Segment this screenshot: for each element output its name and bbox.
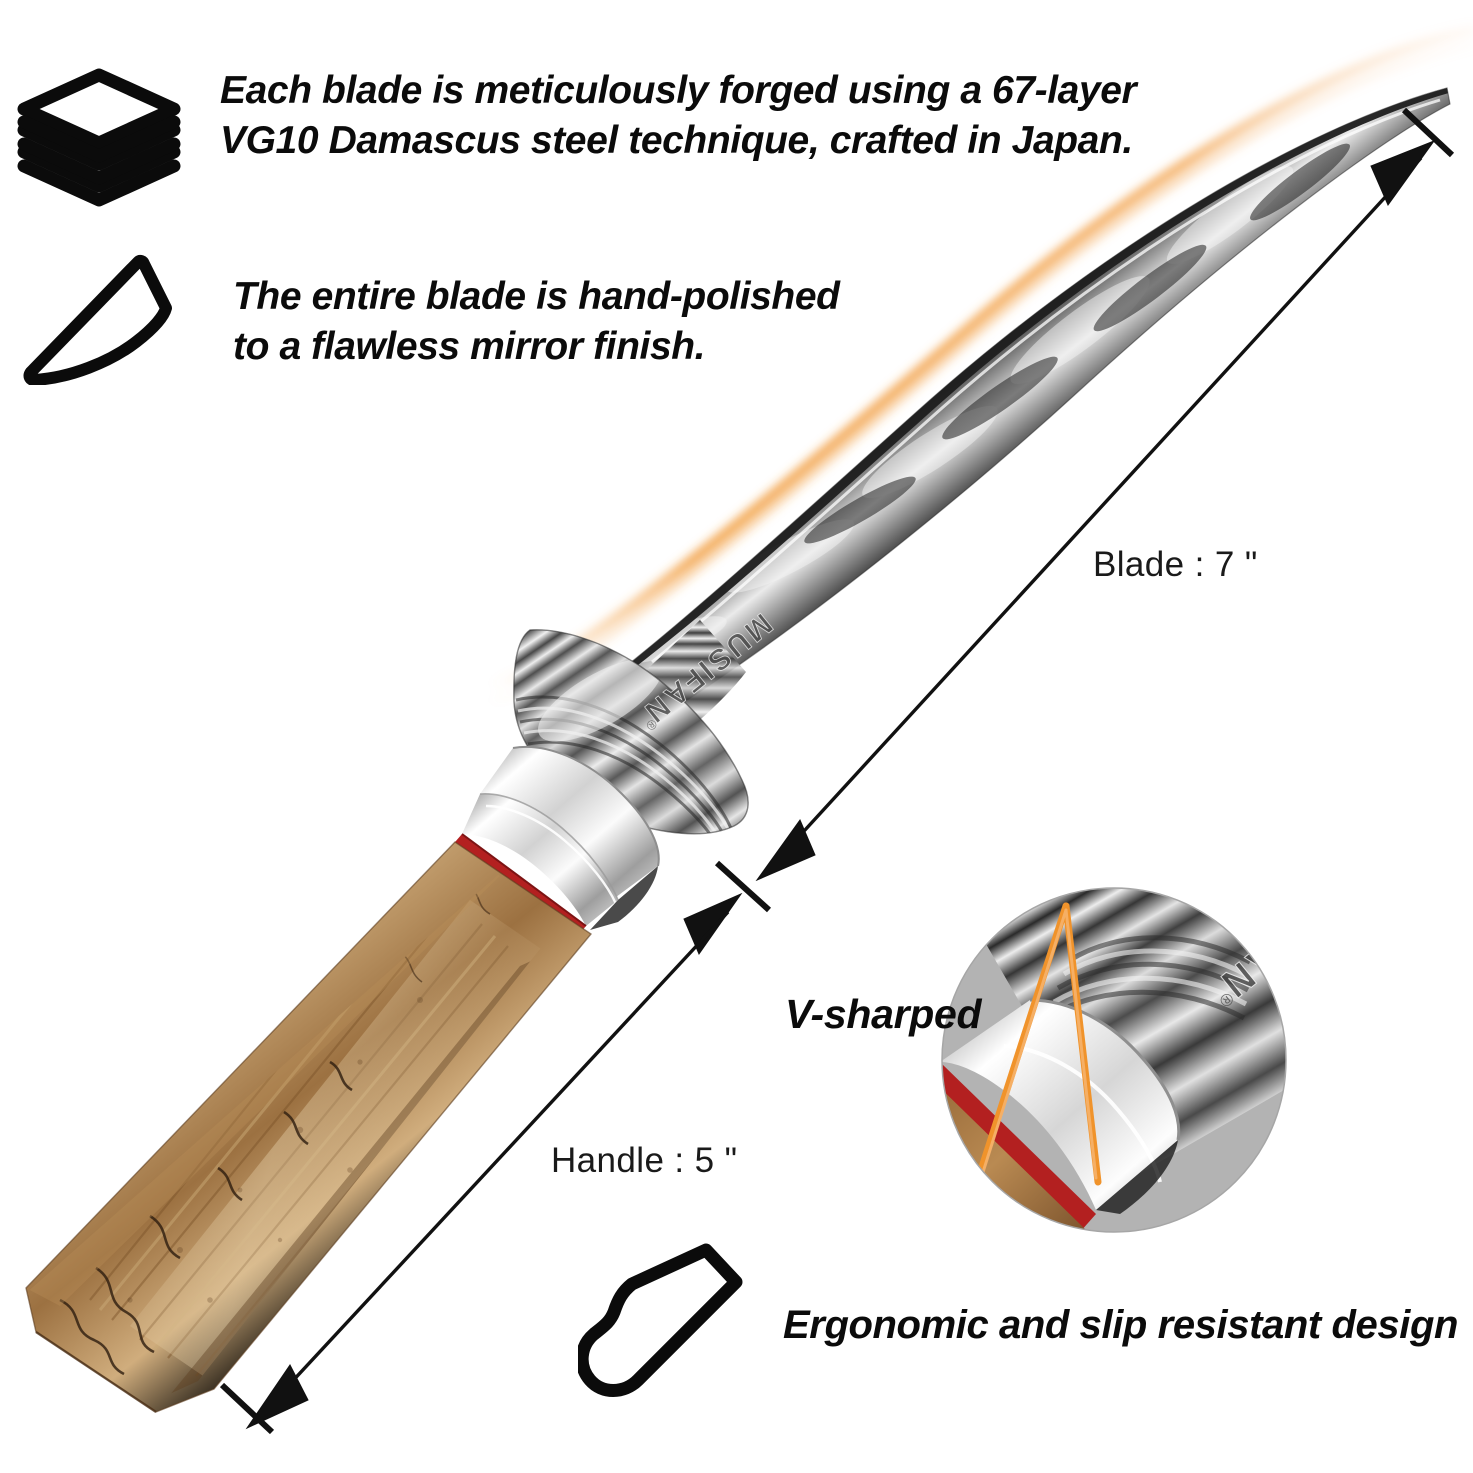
feature-item-ergonomic: Ergonomic and slip resistant design xyxy=(575,1238,1459,1408)
feature-text-polish: The entire blade is hand-polished to a f… xyxy=(233,275,840,368)
handle-dim-tick-butt xyxy=(219,1382,275,1435)
blade-dimension-line xyxy=(770,156,1423,868)
feature-item-polish: The entire blade is hand-polished to a f… xyxy=(14,250,840,390)
blade-dim-tick-tip xyxy=(1401,107,1455,158)
blade-dim-arrow-junction xyxy=(755,818,816,882)
knife-bolster xyxy=(462,745,660,930)
handle-dimension-label: Handle : 5 " xyxy=(551,1141,738,1180)
dim-tick-junction xyxy=(714,860,772,913)
blade-dimension-label: Blade : 7 " xyxy=(1093,545,1258,584)
knife-handle-outline-icon xyxy=(575,1238,753,1408)
feature-text-ergonomic: Ergonomic and slip resistant design xyxy=(783,1303,1459,1347)
blade-dim-arrow-tip xyxy=(1370,139,1436,207)
handle-dim-arrow-junction xyxy=(683,892,743,956)
v-sharped-label: V-sharped xyxy=(785,991,982,1037)
layers-stack-icon xyxy=(14,62,184,212)
feature-item-layers: Each blade is meticulously forged using … xyxy=(14,62,1137,212)
knife-blade-outline-icon xyxy=(14,250,189,390)
feature-text-layers: Each blade is meticulously forged using … xyxy=(220,69,1137,162)
handle-dim-arrow-butt xyxy=(245,1364,309,1430)
handle-dimension-line xyxy=(260,910,730,1416)
wood-handle xyxy=(25,841,593,1413)
